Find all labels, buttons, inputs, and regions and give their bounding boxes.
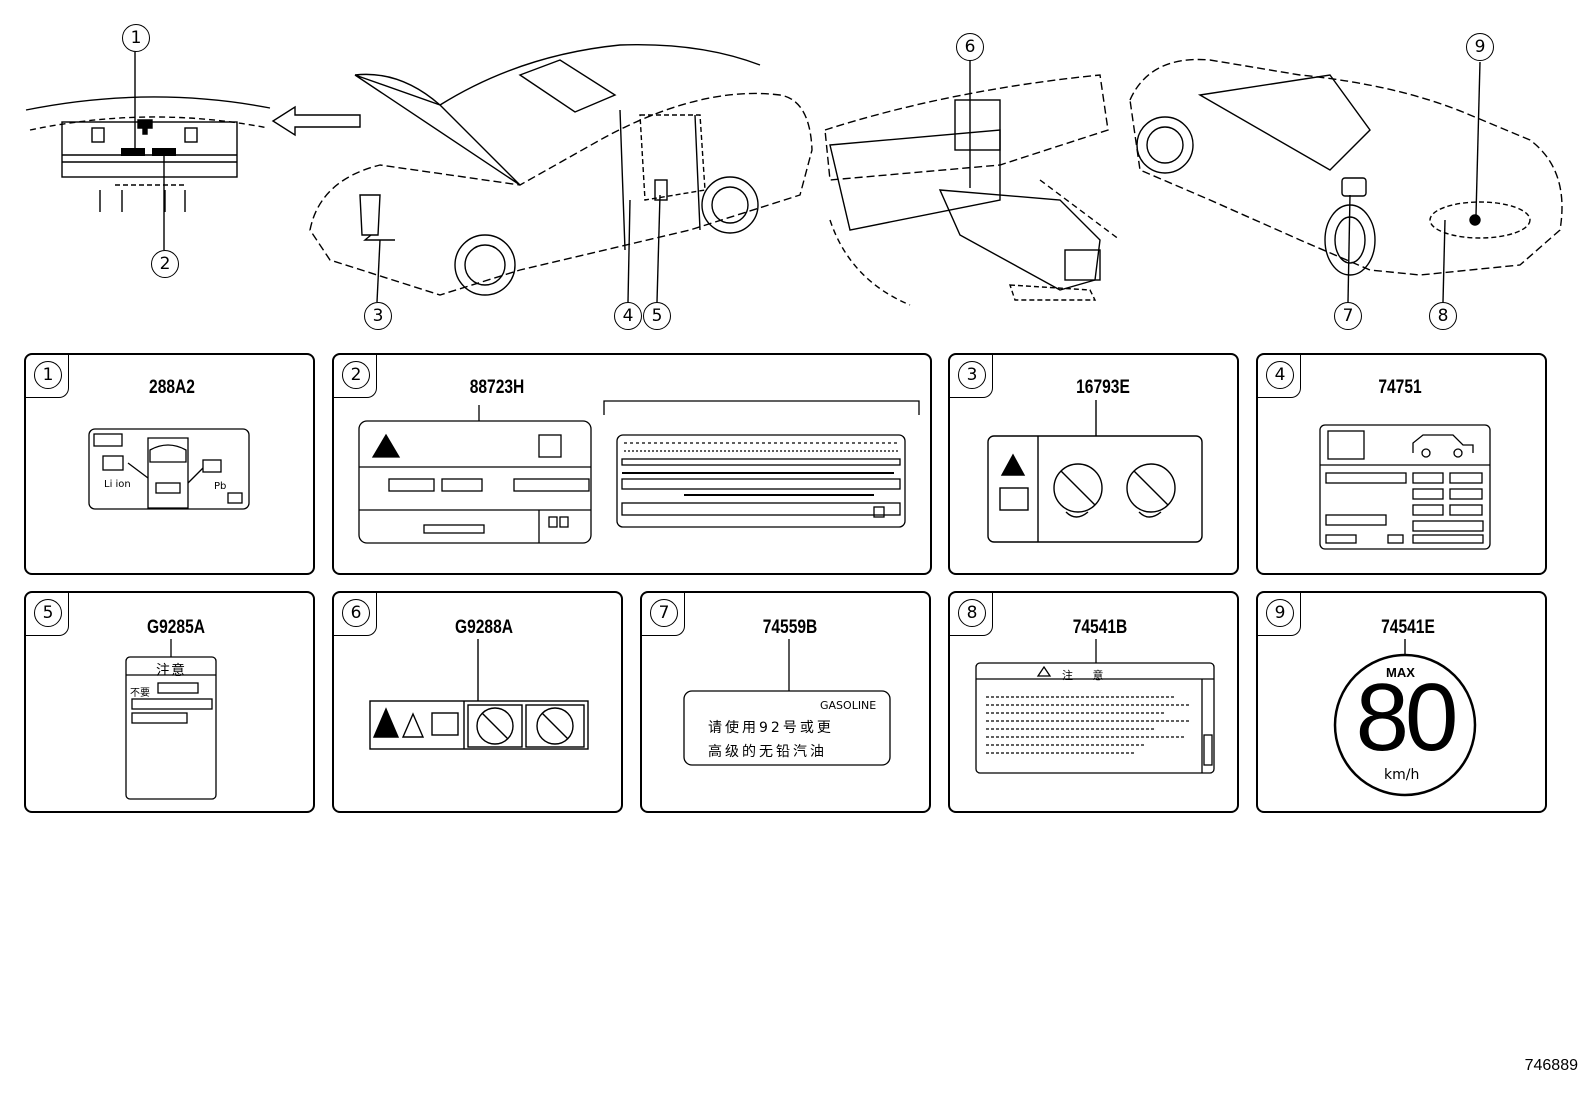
label-number: 7: [650, 599, 678, 627]
callout-4: 4: [614, 302, 642, 330]
part-number: 88723H: [469, 377, 525, 398]
caution-header: 注 意: [1062, 669, 1112, 682]
part-number: G9288A: [454, 617, 514, 638]
callout-7: 7: [1334, 302, 1362, 330]
label-288A2-drawing: [88, 428, 250, 510]
speed-value: 80: [1355, 664, 1459, 771]
label-G9285A-drawing: [125, 639, 217, 800]
caution-header: 注意: [156, 663, 186, 679]
label-box-5: 5 G9285A 注意 不要: [24, 591, 315, 813]
label-box-6: 6 G9288A: [332, 591, 623, 813]
part-number: G9285A: [146, 617, 206, 638]
front-car-drawing: [309, 43, 813, 303]
label-box-4: 4 74751: [1256, 353, 1547, 575]
label-16793E-drawing: [987, 400, 1203, 543]
label-box-2: 2 88723H: [332, 353, 932, 575]
callout-2: 2: [151, 250, 179, 278]
part-number: 74559B: [762, 617, 818, 638]
li-ion-text: Li ion: [104, 479, 131, 490]
part-number: 288A2: [149, 377, 195, 398]
label-74541B-drawing: [975, 639, 1215, 774]
label-box-7: 7 74559B GASOLINE 请使用92号或更 高级的无铅汽油: [640, 591, 931, 813]
callout-6: 6: [956, 33, 984, 61]
part-number: 74751: [1378, 377, 1422, 398]
fuel-line-1: 请使用92号或更: [708, 720, 834, 736]
engine-bay-detail: [25, 52, 361, 250]
gasoline-text: GASOLINE: [820, 699, 877, 712]
label-88723H-drawing: [358, 400, 920, 544]
part-number: 74541B: [1072, 617, 1128, 638]
label-number: 5: [34, 599, 62, 627]
speed-limit-sign: [1333, 639, 1477, 797]
callout-3: 3: [364, 302, 392, 330]
rear-car-drawing: [1129, 58, 1563, 303]
label-number: 6: [342, 599, 370, 627]
label-number: 1: [34, 361, 62, 389]
label-74559B-drawing: [683, 639, 891, 766]
reference-number: 746889: [1524, 1057, 1578, 1074]
part-number: 16793E: [1076, 377, 1130, 398]
label-number: 3: [958, 361, 986, 389]
label-box-8: 8 74541B 注 意: [948, 591, 1239, 813]
callout-8: 8: [1429, 302, 1457, 330]
fuel-line-2: 高级的无铅汽油: [708, 744, 827, 760]
unit-text: km/h: [1384, 767, 1420, 783]
label-box-1: 1 288A2 Li ion Pb: [24, 353, 315, 575]
label-box-9: 9 74541E MAX 80 km/h: [1256, 591, 1547, 813]
label-74751-drawing: [1319, 424, 1491, 550]
label-box-3: 3 16793E: [948, 353, 1239, 575]
callout-9: 9: [1466, 33, 1494, 61]
label-number: 4: [1266, 361, 1294, 389]
max-text: MAX: [1386, 665, 1415, 680]
row-text: 不要: [130, 688, 150, 699]
label-number: 9: [1266, 599, 1294, 627]
label-G9288A-drawing: [369, 639, 589, 750]
part-number: 74541E: [1381, 617, 1435, 638]
pb-text: Pb: [214, 481, 227, 492]
label-number: 2: [342, 361, 370, 389]
callout-1: 1: [122, 24, 150, 52]
callout-5: 5: [643, 302, 671, 330]
interior-drawing: [824, 60, 1121, 306]
label-number: 8: [958, 599, 986, 627]
